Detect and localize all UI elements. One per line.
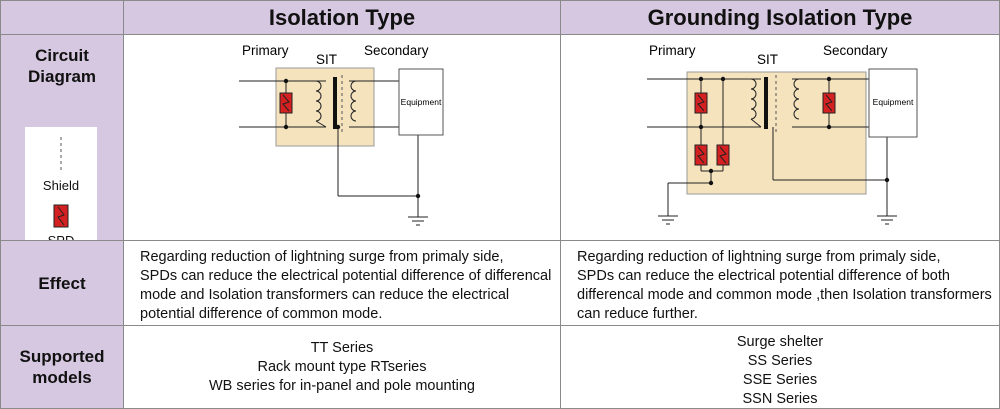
equipment-box [398, 68, 444, 136]
row-label-effect: Effect [0, 240, 124, 326]
equipment-label: Equipment [873, 97, 914, 107]
spd-icon [279, 92, 293, 114]
corner-cell [0, 0, 124, 35]
circuit-diagram-isolation: Primary SIT Secondary [123, 34, 561, 241]
equipment-label: Equipment [401, 97, 442, 107]
secondary-label: Secondary [364, 43, 429, 58]
spd-icon [822, 92, 836, 114]
spd-icon [694, 92, 708, 114]
legend-shield-label: Shield [43, 178, 79, 193]
sit-label: SIT [757, 52, 778, 67]
model-item: TT Series [310, 339, 374, 356]
grounding-isolation-diagram: Primary SIT Secondary [647, 43, 918, 225]
core-bar [764, 77, 768, 129]
header-isolation-type: Isolation Type [123, 0, 561, 35]
spd-icon [53, 204, 69, 228]
core-bar [333, 77, 337, 129]
primary-label: Primary [649, 43, 696, 58]
model-item: Surge shelter [736, 334, 824, 350]
spd-icon [694, 144, 708, 171]
equipment-box [868, 68, 918, 138]
model-item: SSN Series [742, 391, 818, 407]
sit-label: SIT [316, 52, 337, 67]
circuit-diagram-label: Circuit Diagram [27, 46, 97, 86]
legend: Shield SPD [25, 127, 97, 257]
header-grounding-isolation-type: Grounding Isolation Type [560, 0, 1000, 35]
effect-isolation-text: Regarding reduction of lightning surge f… [123, 240, 561, 326]
row-label-supported-models: Supported models [0, 325, 124, 409]
model-item: SSE Series [742, 372, 818, 388]
model-item: SS Series [747, 353, 813, 369]
models-isolation-list: TT Series Rack mount type RTseries WB se… [123, 325, 561, 409]
circuit-diagram-grounding-isolation: Primary SIT Secondary [560, 34, 1000, 241]
spd-icon [716, 144, 730, 171]
secondary-label: Secondary [823, 43, 888, 58]
isolation-diagram: Primary SIT Secondary [239, 43, 444, 226]
primary-label: Primary [242, 43, 289, 58]
models-grounding-list: Surge shelter SS Series SSE Series SSN S… [560, 325, 1000, 409]
effect-grounding-text: Regarding reduction of lightning surge f… [560, 240, 1000, 326]
sit-box [686, 71, 867, 195]
row-label-circuit-diagram: Circuit Diagram Shield SPD [0, 34, 124, 257]
model-item: Rack mount type RTseries [257, 358, 427, 375]
model-item: WB series for in-panel and pole mounting [209, 377, 475, 394]
